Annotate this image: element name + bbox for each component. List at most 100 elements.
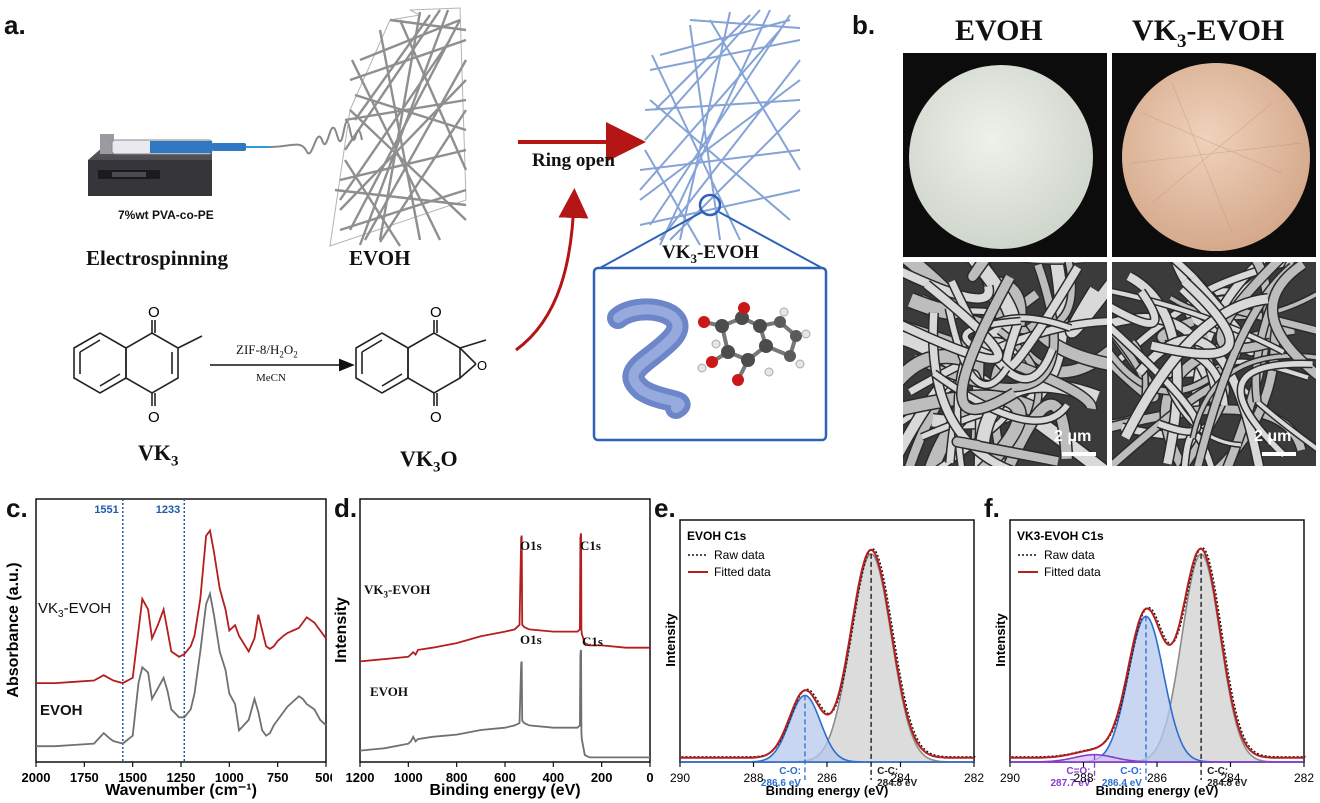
vk3o-to-ring-open-arrow <box>515 188 589 352</box>
panel-c-xlabel: Wavenumber (cm⁻¹) <box>105 782 257 799</box>
x-tick-label: 800 <box>446 770 468 785</box>
x-tick-label: 286 <box>1147 771 1167 785</box>
peak-energy-label: 287.7 eV <box>1050 778 1090 789</box>
series-line-0 <box>36 528 327 685</box>
sem-fiber <box>1002 265 1082 372</box>
x-tick-label: 290 <box>1000 771 1020 785</box>
panel-label-a: a. <box>4 10 26 40</box>
vk3-scale-bar <box>1262 452 1296 456</box>
fit-component-1 <box>680 694 974 763</box>
reagent-label: ZIF-8/H2O2 <box>236 342 298 360</box>
vk3-molecule-icon <box>697 302 811 386</box>
vk3-label: VK3 <box>138 440 179 470</box>
sem-fiber <box>1268 262 1316 380</box>
panel-f-legend-raw: Raw data <box>1044 548 1095 562</box>
peak-energy-label: 284.8 eV <box>877 778 917 789</box>
evoh-photo <box>903 53 1107 257</box>
vk3-evoh-sem-image <box>1112 262 1316 466</box>
peak-label: C-O: <box>779 766 801 777</box>
panel-d-frame <box>359 498 651 763</box>
vk3o-epoxide-oxygen: O <box>477 358 487 373</box>
x-tick-label: 286 <box>817 771 837 785</box>
electrospinning-label: Electrospinning <box>86 246 228 270</box>
sem-fiber <box>1112 289 1285 354</box>
x-tick-label: 288 <box>1073 771 1093 785</box>
sem-fiber <box>968 262 989 281</box>
x-tick-label: 282 <box>964 771 984 785</box>
vk3-oxygen-top: O <box>148 304 160 321</box>
x-tick-label: 290 <box>670 771 690 785</box>
x-tick-label: 500 <box>315 770 332 785</box>
sem-fiber <box>953 437 1059 466</box>
marker-line-label: 1233 <box>156 504 180 516</box>
panel-e-legend-fit: Fitted data <box>714 565 771 579</box>
peak-energy-label: 286.6 eV <box>761 778 801 789</box>
ring-open-label: Ring open <box>532 150 615 171</box>
x-tick-label: 400 <box>542 770 564 785</box>
sem-fiber <box>903 281 1003 363</box>
panel-d-ylabel: Intensity <box>333 597 350 663</box>
x-tick-label: 0 <box>646 770 653 785</box>
vk3o-oxygen-top: O <box>430 304 442 321</box>
evoh-scale-bar <box>1062 452 1096 456</box>
peak-energy-label: 286.4 eV <box>1102 778 1142 789</box>
panel-b-title-vk3-evoh: VK3-EVOH <box>1132 14 1285 52</box>
panel-e-title: EVOH C1s <box>687 529 747 543</box>
sem-fiber <box>1112 289 1159 327</box>
solvent-label: MeCN <box>256 372 286 384</box>
fit-component-1 <box>1010 615 1304 763</box>
fitted-envelope-line <box>1010 547 1304 759</box>
panel-f-legend-fit: Fitted data <box>1044 565 1101 579</box>
x-tick-label: 600 <box>494 770 516 785</box>
panel-c-vk3-evoh-series-label: VK3-EVOH <box>38 600 112 620</box>
panel-d-vk3-evoh-series-label: VK3-EVOH <box>364 582 431 600</box>
vk3-evoh-photo <box>1112 53 1316 257</box>
x-tick-label: 1250 <box>167 770 196 785</box>
panel-d-c1s-bottom: C1s <box>582 634 603 649</box>
peak-label: C-C: <box>1207 766 1228 777</box>
panel-label-d: d. <box>334 493 358 523</box>
sem-fiber <box>1066 280 1107 338</box>
panel-label-e: e. <box>654 493 676 523</box>
marker-line-label: 1551 <box>94 504 118 516</box>
sem-fiber <box>1252 262 1295 403</box>
sem-fiber <box>1216 262 1283 353</box>
panel-e-xlabel: Binding energy (eV) <box>766 783 889 798</box>
sem-fiber <box>1238 361 1313 458</box>
vk3o-label: VK3O <box>400 446 458 476</box>
evoh-fiber-mat-icon <box>329 7 468 247</box>
x-tick-label: 1500 <box>118 770 147 785</box>
sem-fiber <box>1121 294 1269 440</box>
solution-label: 7%wt PVA-co-PE <box>118 208 214 222</box>
fit-component-2 <box>1010 753 1304 763</box>
panel-f-title: VK3-EVOH C1s <box>1017 529 1104 543</box>
panel-f-ylabel: Intensity <box>993 613 1008 667</box>
peak-label: C=O: <box>1066 766 1090 777</box>
vk3-evoh-label: VK3-EVOH <box>662 242 759 266</box>
panel-d-o1s-bottom: O1s <box>520 632 542 647</box>
panel-a-scheme: O O O O O <box>73 7 828 442</box>
zoom-circle-icon <box>698 193 722 217</box>
x-tick-label: 1000 <box>394 770 423 785</box>
evoh-scale-bar-label: 2 μm <box>1054 428 1092 445</box>
sem-fiber <box>957 274 1017 414</box>
peak-label: C-O: <box>1120 766 1142 777</box>
series-line-1 <box>359 649 650 759</box>
vk3-structure-icon <box>73 320 203 406</box>
vk3o-structure-icon <box>355 320 487 406</box>
vk3-oxygen-bottom: O <box>148 409 160 426</box>
x-tick-label: 284 <box>1220 771 1240 785</box>
panel-d-c1s-top: C1s <box>580 538 601 553</box>
x-tick-label: 1750 <box>70 770 99 785</box>
panel-e-ylabel: Intensity <box>663 613 678 667</box>
panel-c-ylabel: Absorbance (a.u.) <box>5 562 22 697</box>
panel-c-evoh-series-label: EVOH <box>40 702 83 719</box>
series-line-0 <box>359 533 650 663</box>
panel-d-xlabel: Binding energy (eV) <box>429 782 580 799</box>
panel-d-evoh-series-label: EVOH <box>370 684 409 699</box>
vk3o-oxygen-bottom: O <box>430 409 442 426</box>
panel-label-b: b. <box>852 10 876 40</box>
x-tick-label: 2000 <box>22 770 51 785</box>
evoh-mat-label: EVOH <box>349 246 411 270</box>
